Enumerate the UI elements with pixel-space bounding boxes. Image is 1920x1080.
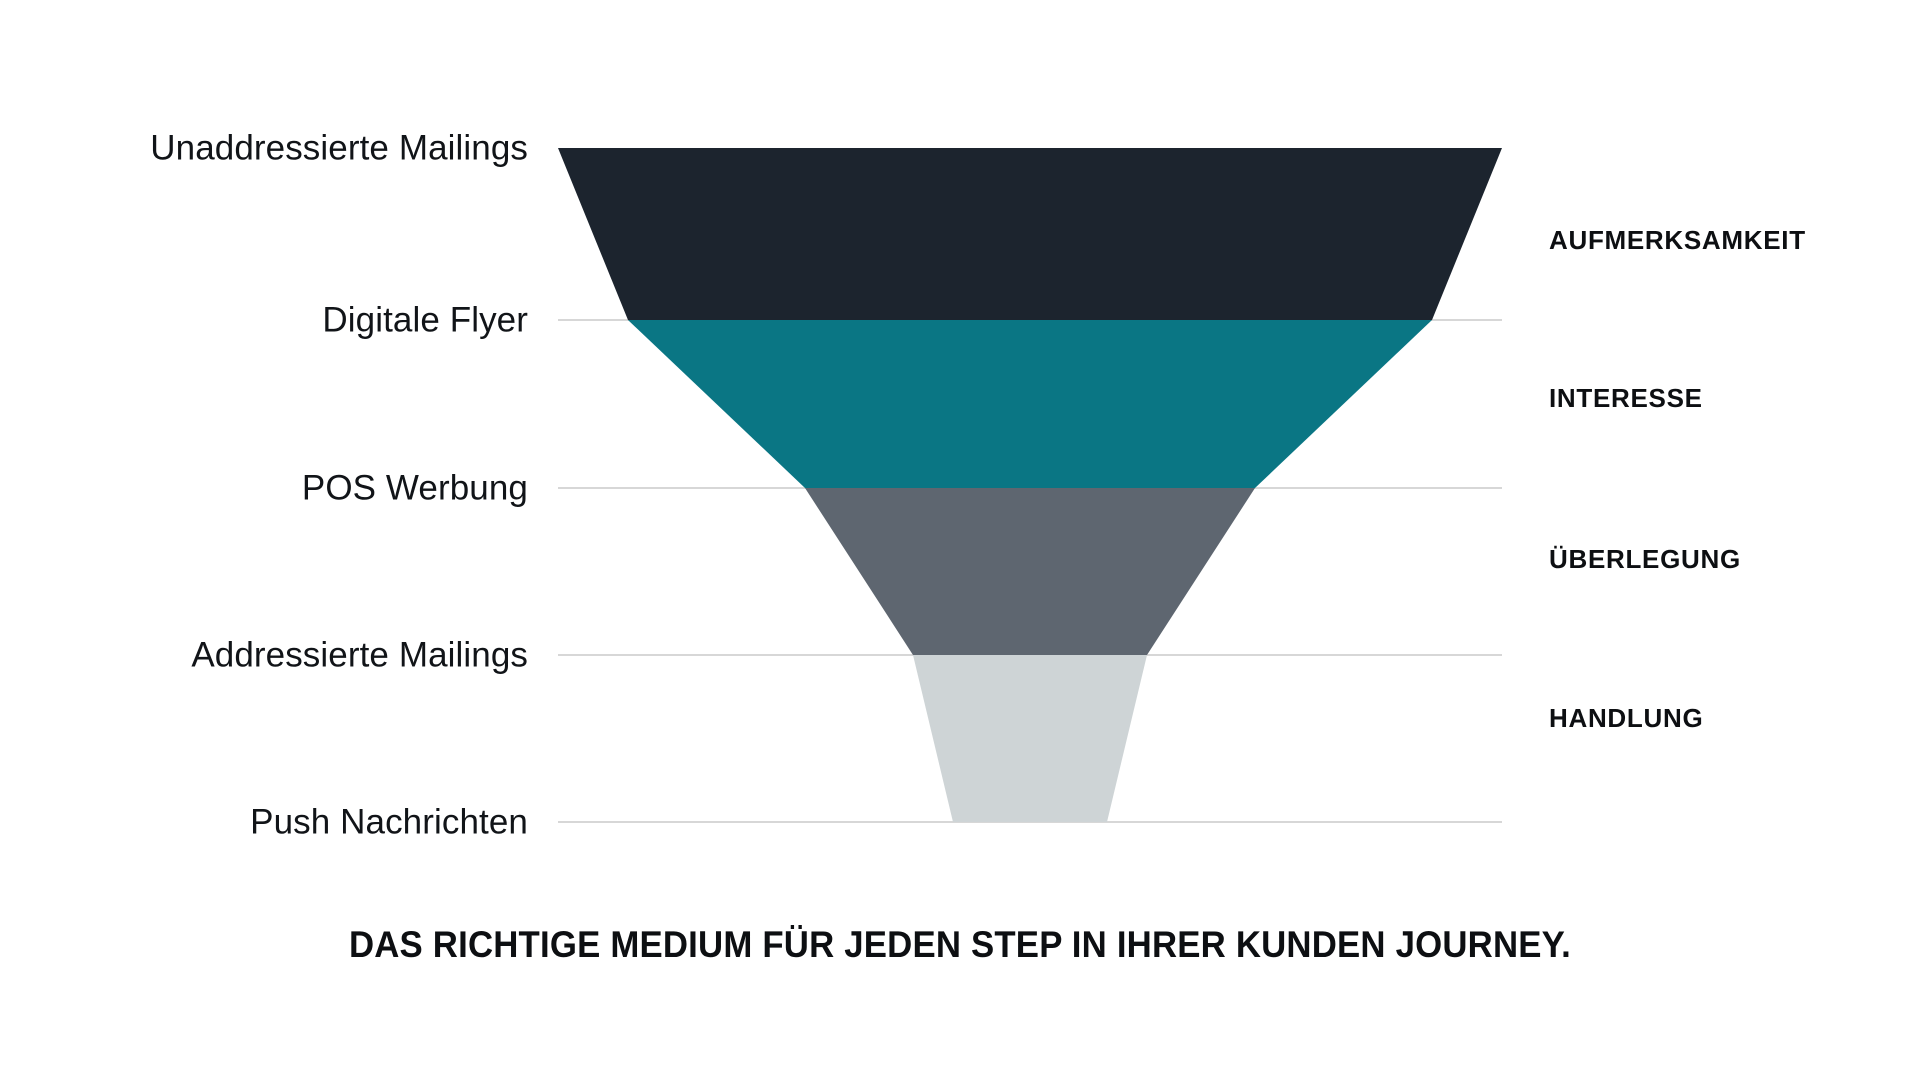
funnel-segment-handlung [913, 655, 1147, 822]
medium-label-pos-werbung: POS Werbung [301, 468, 528, 508]
medium-label-unaddressierte-mailings: Unaddressierte Mailings [150, 128, 528, 168]
funnel-segment-ueberlegung [805, 488, 1255, 655]
medium-label-push-nachrichten: Push Nachrichten [250, 802, 528, 842]
funnel-segment-interesse [628, 320, 1432, 488]
medium-label-digitale-flyer: Digitale Flyer [322, 300, 528, 340]
phase-label-aufmerksamkeit: AUFMERKSAMKEIT [1549, 225, 1806, 255]
phase-label-ueberlegung: ÜBERLEGUNG [1549, 544, 1741, 574]
funnel-segment-aufmerksamkeit [558, 148, 1502, 320]
funnel-segments [558, 148, 1502, 822]
phase-label-handlung: HANDLUNG [1549, 703, 1704, 733]
medium-label-addressierte-mailings: Addressierte Mailings [191, 635, 528, 675]
chart-caption: DAS RICHTIGE MEDIUM FÜR JEDEN STEP IN IH… [348, 924, 1572, 965]
phase-label-interesse: INTERESSE [1549, 383, 1703, 413]
